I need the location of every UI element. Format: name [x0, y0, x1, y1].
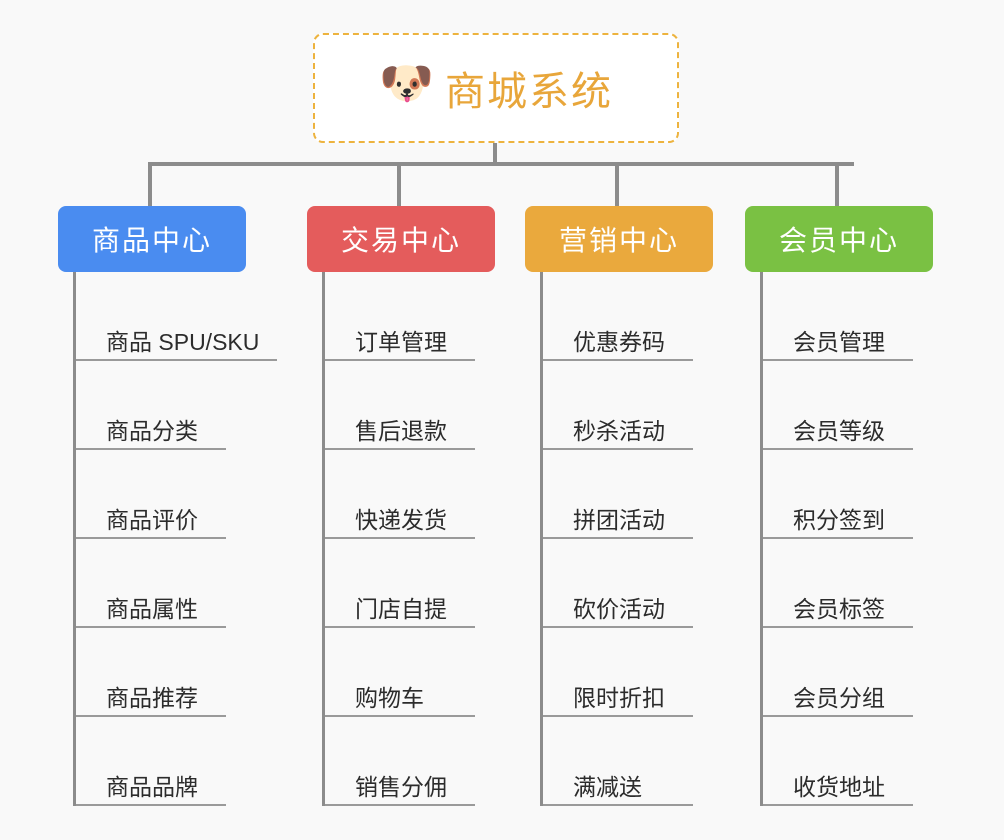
leaf-item[interactable]: 会员管理 [763, 272, 913, 361]
leaf-item-label: 收货地址 [793, 773, 885, 800]
category-title: 交易中心 [340, 225, 461, 256]
root-node[interactable]: 🐶 商城系统 [313, 33, 679, 143]
leaf-item-label: 积分签到 [793, 506, 885, 533]
leaf-item[interactable]: 秒杀活动 [543, 361, 693, 450]
category-title: 商品中心 [91, 225, 212, 256]
connector-drop-3 [835, 162, 839, 208]
leaf-item-label: 商品评价 [106, 506, 198, 533]
leaf-item-label: 门店自提 [355, 595, 447, 622]
leaf-item[interactable]: 拼团活动 [543, 450, 693, 539]
leaf-item-label: 售后退款 [355, 417, 447, 444]
leaf-item[interactable]: 收货地址 [763, 717, 913, 806]
leaf-item-label: 会员等级 [793, 417, 885, 444]
leaf-item[interactable]: 砍价活动 [543, 539, 693, 628]
leaf-item[interactable]: 销售分佣 [325, 717, 475, 806]
leaf-item[interactable]: 商品属性 [76, 539, 226, 628]
leaf-list-2: 优惠券码秒杀活动拼团活动砍价活动限时折扣满减送 [540, 272, 713, 806]
leaf-list-0: 商品 SPU/SKU 商品分类商品评价商品属性商品推荐商品品牌 [73, 272, 277, 806]
category-header-3[interactable]: 会员中心 [745, 206, 933, 272]
connector-drop-2 [615, 162, 619, 208]
leaf-item[interactable]: 门店自提 [325, 539, 475, 628]
leaf-item-label: 商品品牌 [106, 773, 198, 800]
leaf-item-label: 会员标签 [793, 595, 885, 622]
leaf-item-label: 订单管理 [355, 328, 447, 355]
leaf-item-label: 销售分佣 [355, 773, 447, 800]
column-1: 交易中心订单管理售后退款快递发货门店自提购物车销售分佣 [307, 206, 495, 806]
leaf-item[interactable]: 购物车 [325, 628, 475, 717]
leaf-item[interactable]: 售后退款 [325, 361, 475, 450]
leaf-item[interactable]: 会员等级 [763, 361, 913, 450]
connector-drop-1 [397, 162, 401, 208]
leaf-item[interactable]: 积分签到 [763, 450, 913, 539]
leaf-item-label: 拼团活动 [573, 506, 665, 533]
leaf-item[interactable]: 订单管理 [325, 272, 475, 361]
leaf-item[interactable]: 商品品牌 [76, 717, 226, 806]
category-title: 营销中心 [558, 225, 679, 256]
leaf-item[interactable]: 优惠券码 [543, 272, 693, 361]
leaf-list-3: 会员管理会员等级积分签到会员标签会员分组收货地址 [760, 272, 933, 806]
category-header-2[interactable]: 营销中心 [525, 206, 713, 272]
column-0: 商品中心商品 SPU/SKU 商品分类商品评价商品属性商品推荐商品品牌 [58, 206, 277, 806]
leaf-item[interactable]: 满减送 [543, 717, 693, 806]
leaf-list-1: 订单管理售后退款快递发货门店自提购物车销售分佣 [322, 272, 495, 806]
connector-drop-0 [148, 162, 152, 208]
leaf-item-label: 商品 SPU/SKU [106, 328, 260, 355]
column-3: 会员中心会员管理会员等级积分签到会员标签会员分组收货地址 [745, 206, 933, 806]
leaf-item-label: 优惠券码 [573, 328, 665, 355]
leaf-item-label: 限时折扣 [573, 684, 665, 711]
connector-root-stem [493, 143, 497, 165]
leaf-item[interactable]: 快递发货 [325, 450, 475, 539]
leaf-item[interactable]: 商品推荐 [76, 628, 226, 717]
leaf-item[interactable]: 限时折扣 [543, 628, 693, 717]
leaf-item[interactable]: 会员标签 [763, 539, 913, 628]
leaf-item-label: 购物车 [355, 684, 424, 711]
leaf-item[interactable]: 商品评价 [76, 450, 226, 539]
leaf-item-label: 砍价活动 [573, 595, 665, 622]
category-header-0[interactable]: 商品中心 [58, 206, 246, 272]
leaf-item-label: 满减送 [573, 773, 642, 800]
shiba-dog-face-icon: 🐶 [379, 59, 434, 108]
column-2: 营销中心优惠券码秒杀活动拼团活动砍价活动限时折扣满减送 [525, 206, 713, 806]
category-header-1[interactable]: 交易中心 [307, 206, 495, 272]
root-title: 商城系统 [445, 70, 613, 114]
leaf-item-label: 商品分类 [106, 417, 198, 444]
leaf-item-label: 商品推荐 [106, 684, 198, 711]
leaf-item-label: 商品属性 [106, 595, 198, 622]
leaf-item-label: 会员管理 [793, 328, 885, 355]
leaf-item[interactable]: 商品分类 [76, 361, 226, 450]
leaf-item-label: 秒杀活动 [573, 417, 665, 444]
leaf-item-label: 快递发货 [355, 506, 447, 533]
connector-horizontal-bar [148, 162, 854, 166]
leaf-item[interactable]: 会员分组 [763, 628, 913, 717]
leaf-item-label: 会员分组 [793, 684, 885, 711]
category-title: 会员中心 [778, 225, 899, 256]
leaf-item[interactable]: 商品 SPU/SKU [76, 272, 277, 361]
